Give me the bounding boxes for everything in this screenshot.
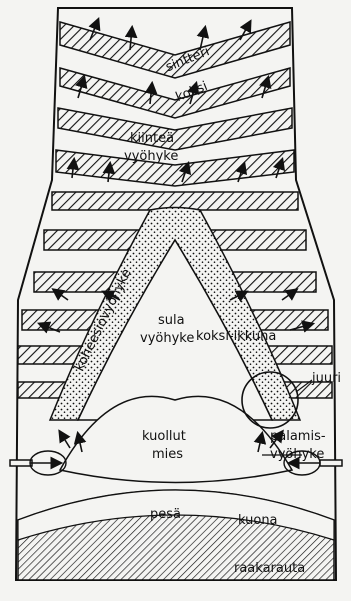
label-kuollut-1: kuollut [142, 429, 186, 444]
label-koksi-ikkuna: koksi-ikkuna [196, 329, 276, 344]
label-kuona: kuona [238, 513, 278, 528]
label-kiintea-2: vyöhyke [124, 149, 178, 164]
label-pesa: pesä [150, 507, 181, 522]
label-palamis-1: palamis- [270, 429, 326, 444]
label-palamis-2: vyöhyke [270, 447, 324, 462]
label-raakarauta: raakarauta [234, 561, 305, 576]
label-kiintea-1: kiinteä [130, 131, 174, 146]
label-kuollut-2: mies [152, 447, 183, 462]
label-sula-2: vyöhyke [140, 331, 194, 346]
label-juuri: juuri [311, 371, 341, 386]
label-sula-1: sula [158, 313, 185, 328]
